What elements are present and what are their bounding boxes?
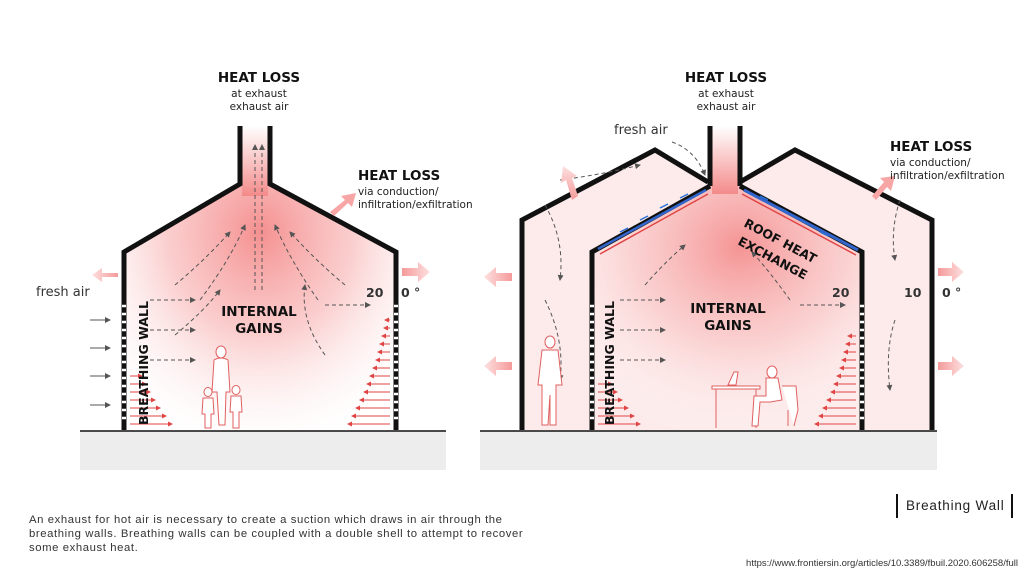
right-roof-exchange-red-left <box>599 193 709 255</box>
right-temp-cavity: 10 <box>904 285 922 300</box>
left-internal-gains-line2: GAINS <box>235 321 283 337</box>
caption-text: An exhaust for hot air is necessary to c… <box>29 514 524 554</box>
right-heat-out-arrow-roof-right <box>872 176 895 200</box>
right-heat-loss-conduction-line1: via conduction/ <box>890 157 971 169</box>
left-house-panel: HEAT LOSS at exhaust exhaust air HEAT LO… <box>36 70 473 470</box>
left-wall-heat-arrows <box>130 317 390 427</box>
right-roof-exchange-red-right <box>741 193 857 256</box>
right-heat-loss-exhaust-line2: exhaust air <box>697 101 757 113</box>
right-person-cavity <box>537 335 563 426</box>
left-fresh-air-label: fresh air <box>36 285 90 300</box>
left-heat-loss-exhaust-line2: exhaust air <box>230 101 290 113</box>
left-heat-out-arrow-west <box>92 268 118 282</box>
right-heat-loss-exhaust-title: HEAT LOSS <box>685 70 767 86</box>
right-roof-exchange-blue-left <box>597 188 707 251</box>
right-person-desk <box>711 365 799 428</box>
left-airflow-arrows <box>150 144 371 363</box>
right-temp-inside: 20 <box>832 285 850 300</box>
right-breathing-wall-label: BREATHING WALL <box>602 301 617 425</box>
right-chimney-heat <box>712 126 738 194</box>
right-house-panel: HEAT LOSS at exhaust exhaust air HEAT LO… <box>480 70 1005 470</box>
right-heat-loss-conduction-line2: infiltration/exfiltration <box>890 170 1005 182</box>
right-breathing-wall-slats-left <box>590 304 594 420</box>
right-outer-shell <box>519 147 935 430</box>
left-fresh-air-arrows <box>90 317 111 408</box>
left-heat-loss-exhaust-title: HEAT LOSS <box>218 70 300 86</box>
source-url[interactable]: https://www.frontiersin.org/articles/10.… <box>746 558 1018 569</box>
right-breathing-wall-slats-right <box>860 304 864 420</box>
right-heat-out-arrow-east <box>938 262 964 282</box>
right-internal-gains-line1: INTERNAL <box>690 301 766 317</box>
right-temp-outside: 0 ° <box>942 285 961 300</box>
left-heat-loss-conduction-line1: via conduction/ <box>358 186 439 198</box>
right-heat-out-arrow-roof-left <box>561 166 578 200</box>
right-heat-out-arrow-east-low <box>938 356 964 376</box>
right-heat-loss-exhaust-line1: at exhaust <box>698 88 754 100</box>
left-heat-loss-conduction-title: HEAT LOSS <box>358 168 440 184</box>
left-ground <box>80 431 446 470</box>
right-heat-loss-conduction-title: HEAT LOSS <box>890 139 972 155</box>
left-breathing-wall-label: BREATHING WALL <box>136 301 151 425</box>
left-heat-out-arrow-roof <box>330 193 356 216</box>
left-heat-out-arrow-east <box>402 262 430 282</box>
right-airflow-arrows <box>544 141 901 391</box>
right-ground <box>480 431 937 470</box>
right-heat-out-arrow-west <box>484 267 512 287</box>
left-temp-inside: 20 <box>366 285 384 300</box>
right-fresh-air-label: fresh air <box>614 123 668 138</box>
right-inner-heat-glow <box>592 186 862 430</box>
left-temp-outside: 0 ° <box>401 285 420 300</box>
left-heat-loss-exhaust-line1: at exhaust <box>231 88 287 100</box>
left-internal-gains-line1: INTERNAL <box>221 304 297 320</box>
left-heat-glow <box>124 126 396 430</box>
left-breathing-wall-slats-left <box>122 304 126 420</box>
left-people-illustration <box>201 345 243 429</box>
left-heat-loss-conduction-line2: infiltration/exfiltration <box>358 199 473 211</box>
left-house-outline <box>121 126 399 430</box>
right-wall-heat-arrows <box>598 333 856 427</box>
left-breathing-wall-slats-right <box>394 304 398 420</box>
right-heat-out-arrow-west-low <box>484 356 512 376</box>
right-roof-flow-arrows <box>619 193 829 237</box>
right-chimney <box>707 126 743 186</box>
right-internal-gains-line2: GAINS <box>704 318 752 334</box>
breathing-wall-badge: Breathing Wall <box>896 494 1013 518</box>
